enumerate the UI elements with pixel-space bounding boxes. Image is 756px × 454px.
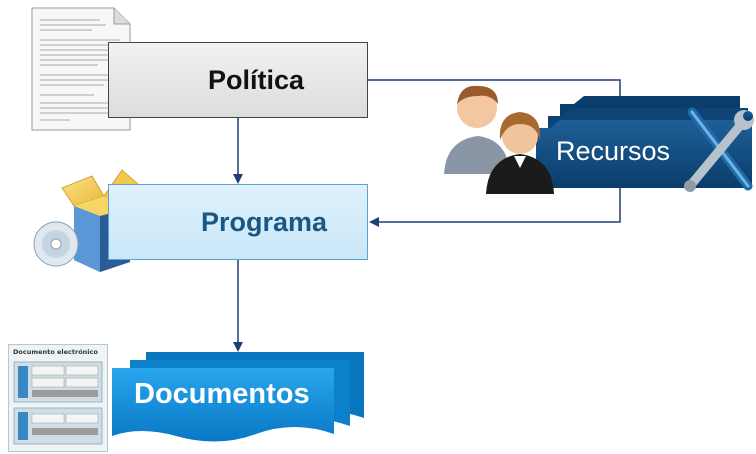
programa-node: Programa [108, 184, 368, 260]
connector-recursos-programa [369, 188, 621, 227]
electronic-document-diagram [13, 361, 103, 445]
documentos-label: Documentos [134, 378, 310, 410]
thumbnail-title: Documento electrónico [13, 348, 98, 356]
politica-label: Política [207, 64, 305, 95]
recursos-label: Recursos [556, 136, 671, 166]
documentos-shape [112, 352, 364, 442]
tools-icon [684, 107, 754, 192]
document-page-icon [31, 7, 131, 131]
programa-label: Programa [200, 206, 328, 237]
politica-node: Política [108, 42, 368, 118]
users-icon [444, 85, 554, 194]
